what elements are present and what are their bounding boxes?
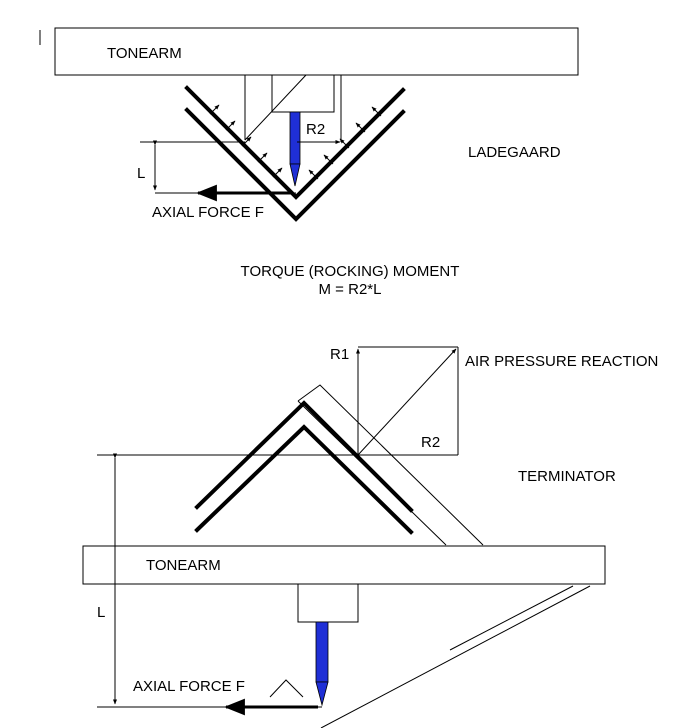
r1-label: R1 xyxy=(330,346,349,363)
air-pressure-reaction-label: AIR PRESSURE REACTION xyxy=(465,353,658,370)
bottom-diagram: R1 R2 AIR PRESSURE REACTION TERMINATOR T… xyxy=(82,346,658,728)
moment-caption-line2: M = R2*L xyxy=(319,281,382,298)
moment-caption-line1: TORQUE (ROCKING) MOMENT xyxy=(241,263,460,280)
force-vector-box xyxy=(356,346,459,456)
stylus-bottom xyxy=(315,621,329,707)
cartridge-bottom xyxy=(297,583,359,623)
bearing-name-ladegaard: LADEGAARD xyxy=(468,144,561,161)
r2-label-top: R2 xyxy=(306,121,325,138)
tonearm-label-bottom: TONEARM xyxy=(146,557,221,574)
tonearm-bar-bottom xyxy=(82,545,606,585)
v-bearing-top xyxy=(184,85,406,222)
air-pressure-arrows-top xyxy=(209,104,382,180)
inverted-v-bearing xyxy=(194,400,414,535)
stylus-top xyxy=(289,111,301,187)
bearing-name-terminator: TERMINATOR xyxy=(518,468,616,485)
cartridge-top xyxy=(244,74,342,142)
l-label-top: L xyxy=(137,165,145,182)
l-dimension-top xyxy=(140,140,296,194)
top-diagram: TONEARM xyxy=(54,27,579,222)
r2-label-bottom: R2 xyxy=(421,434,440,451)
axial-force-label-top: AXIAL FORCE F xyxy=(152,204,264,221)
axial-force-label-bottom: AXIAL FORCE F xyxy=(133,678,245,695)
l-label-bottom: L xyxy=(97,604,105,621)
tonearm-label-top: TONEARM xyxy=(107,45,182,62)
